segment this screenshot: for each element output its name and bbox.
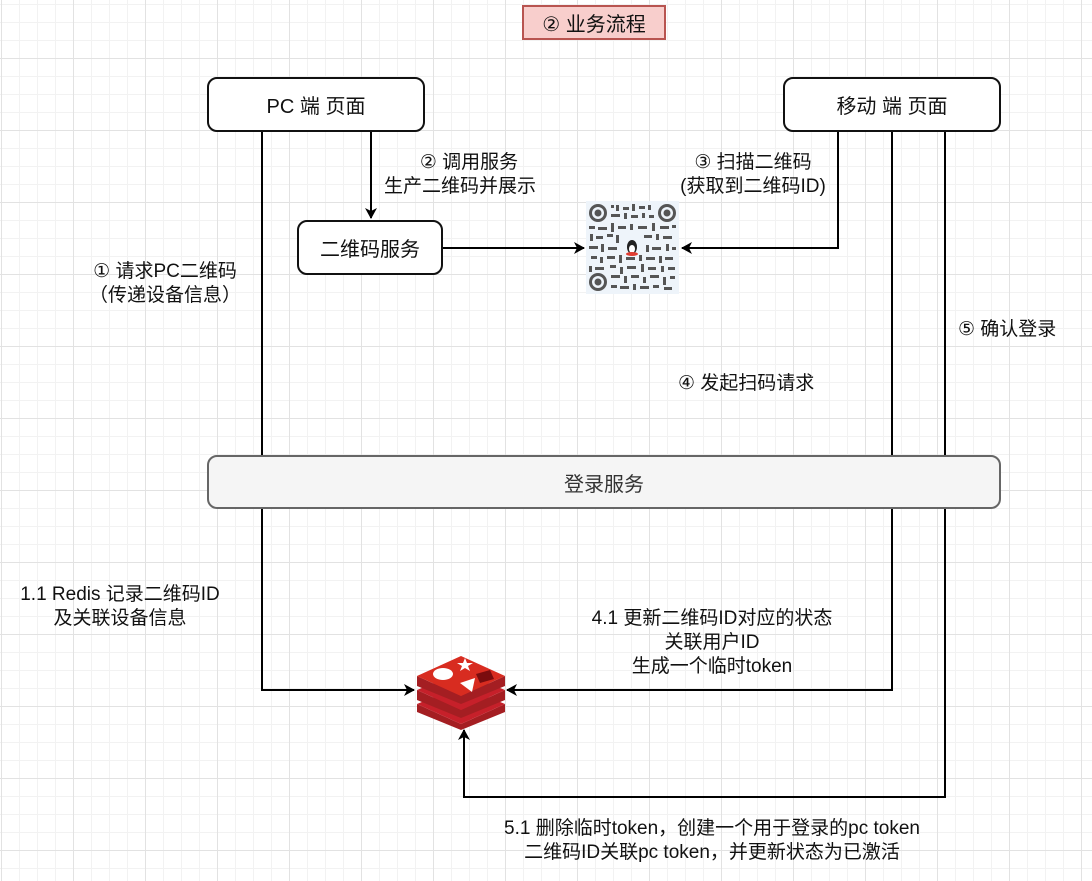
step1-1-line2: 及关联设备信息 <box>53 608 187 629</box>
step4-1-line1: 4.1 更新二维码ID对应的状态 <box>591 608 833 629</box>
step1-line2: （传递设备信息） <box>88 285 241 306</box>
step4-label: ④ 发起扫码请求 <box>678 373 815 394</box>
redis-icon[interactable] <box>414 652 508 730</box>
step1-1-label: 1.1 Redis 记录二维码ID 及关联设备信息 <box>0 583 240 631</box>
qr-service-node[interactable]: 二维码服务 <box>297 220 443 275</box>
step3-line1: ③ 扫描二维码 <box>694 152 812 173</box>
step5-label: ⑤ 确认登录 <box>958 319 1057 340</box>
step4-1-label: 4.1 更新二维码ID对应的状态 关联用户ID 生成一个临时token <box>562 607 862 679</box>
step5-1-line2: 二维码ID关联pc token，并更新状态为已激活 <box>524 842 900 863</box>
diagram-title: ② 业务流程 <box>522 5 666 40</box>
step1-line1: ① 请求PC二维码 <box>93 261 237 282</box>
step2-line2: 生产二维码并展示 <box>383 176 536 197</box>
step3-label: ③ 扫描二维码 (获取到二维码ID) <box>648 151 858 199</box>
step1-label: ① 请求PC二维码 （传递设备信息） <box>60 260 270 308</box>
step2-label: ② 调用服务 生产二维码并展示 <box>360 151 560 199</box>
arrow-mobile-scan-qr <box>681 131 839 254</box>
step5-1-label: 5.1 删除临时token，创建一个用于登录的pc token 二维码ID关联p… <box>462 817 962 865</box>
pc-page-node[interactable]: PC 端 页面 <box>207 77 425 132</box>
arrow-pc-to-redis <box>261 131 415 696</box>
step3-line2: (获取到二维码ID) <box>680 176 826 197</box>
login-service-node[interactable]: 登录服务 <box>207 455 1001 509</box>
step4-1-line2: 关联用户ID <box>664 632 760 653</box>
mobile-page-node[interactable]: 移动 端 页面 <box>783 77 1001 132</box>
step2-line1: ② 调用服务 <box>419 152 519 173</box>
qr-code-icon[interactable] <box>586 201 679 294</box>
arrow-mobile-to-redis <box>506 131 893 696</box>
step5-1-line1: 5.1 删除临时token，创建一个用于登录的pc token <box>504 818 920 839</box>
step1-1-line1: 1.1 Redis 记录二维码ID <box>20 584 220 605</box>
step4-1-line3: 生成一个临时token <box>631 656 793 677</box>
